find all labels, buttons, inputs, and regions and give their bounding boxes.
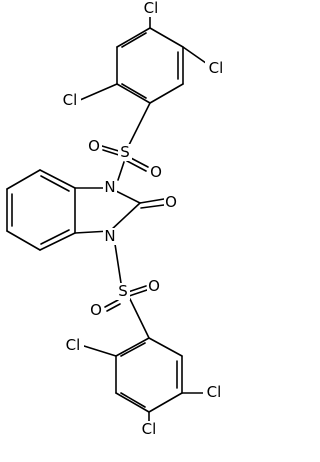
double-bond: [121, 83, 147, 99]
molecule-diagram: Cl Cl Cl S O O N O N S O O: [6, 0, 227, 438]
bond: [104, 299, 119, 308]
atom-label-o-carbonyl: O: [164, 193, 179, 211]
bond: [79, 83, 118, 101]
atom-label-cl-bottom-1: Cl: [62, 336, 84, 354]
svg-text:N: N: [104, 178, 115, 196]
svg-text:S: S: [118, 282, 128, 300]
bond: [126, 160, 147, 172]
bond: [6, 230, 41, 251]
svg-text:O: O: [88, 137, 100, 155]
benzimidazolone-core: [6, 169, 165, 251]
svg-text:O: O: [90, 301, 102, 319]
svg-text:Cl: Cl: [144, 0, 159, 17]
atom-label-o-top-left: O: [87, 137, 102, 155]
double-bond: [140, 204, 165, 209]
structure-svg: Cl Cl Cl S O O N O N S O O: [6, 0, 227, 438]
atom-label-o-bottom-left: O: [89, 301, 104, 319]
atom-label-cl-bottom-3: Cl: [138, 420, 160, 438]
atom-label-o-bottom-right: O: [147, 277, 162, 295]
bond: [128, 102, 151, 146]
svg-text:Cl: Cl: [66, 336, 81, 354]
bond: [149, 83, 184, 104]
double-bond: [121, 32, 147, 48]
bond: [116, 83, 151, 104]
svg-text:Cl: Cl: [209, 59, 224, 77]
bond: [83, 345, 117, 357]
atom-label-cl-top-2: Cl: [205, 59, 227, 77]
atom-label-cl-bottom-2: Cl: [203, 383, 225, 401]
svg-text:O: O: [165, 193, 177, 211]
bond: [115, 392, 150, 413]
bond: [116, 27, 151, 48]
double-bond: [120, 392, 146, 408]
double-bond: [40, 175, 70, 192]
svg-text:N: N: [104, 227, 115, 245]
svg-text:Cl: Cl: [207, 383, 222, 401]
svg-text:O: O: [150, 163, 162, 181]
bond: [6, 169, 41, 190]
svg-text:Cl: Cl: [63, 91, 78, 109]
svg-text:O: O: [148, 277, 160, 295]
atom-label-n-top: N: [103, 178, 117, 196]
bond: [114, 243, 122, 284]
atom-label-n-bottom: N: [103, 227, 117, 245]
svg-text:S: S: [120, 143, 130, 161]
atom-label-cl-top-3: Cl: [59, 91, 81, 109]
upper-aryl-ring: [116, 27, 184, 104]
double-bond: [40, 229, 70, 245]
bond: [117, 161, 125, 181]
bond: [149, 27, 184, 48]
bond: [109, 202, 141, 232]
lower-aryl-ring: [115, 337, 183, 413]
atom-label-s-bottom: S: [116, 282, 130, 300]
bond: [129, 298, 150, 339]
atom-label-o-top-right: O: [149, 163, 164, 181]
atom-label-cl-top-1: Cl: [140, 0, 162, 17]
bond: [148, 337, 183, 357]
double-bond: [120, 342, 146, 357]
svg-text:Cl: Cl: [142, 420, 157, 438]
bond: [39, 169, 76, 189]
bond: [106, 303, 121, 312]
bond: [128, 156, 149, 168]
bond: [148, 392, 183, 413]
atom-label-s-top: S: [118, 143, 132, 161]
double-bond: [139, 198, 165, 204]
bond: [39, 232, 76, 251]
bond: [115, 337, 150, 357]
